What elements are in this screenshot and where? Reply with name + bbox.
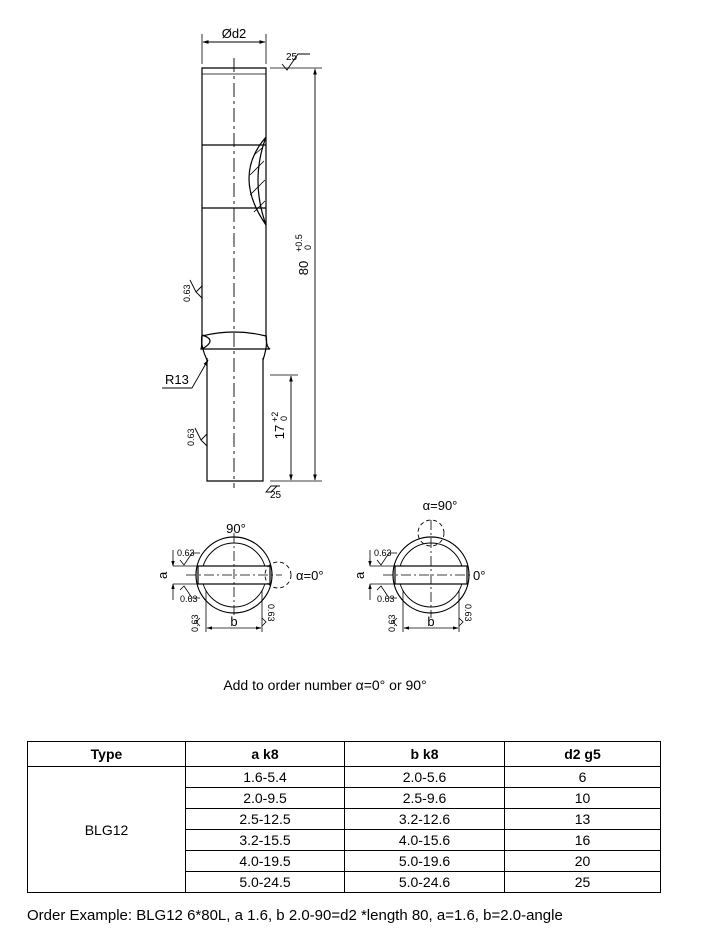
table-row: 5.0-24.5 5.0-24.6 25 [28, 871, 661, 893]
right-dim-a: a [352, 571, 367, 579]
order-note: Add to order number α=0° or 90° [223, 677, 427, 693]
cell-d2: 25 [504, 871, 661, 893]
cell-a: 1.6-5.4 [185, 766, 345, 788]
cell-d2: 20 [504, 850, 661, 872]
dim-diameter-label: Ød2 [222, 26, 247, 41]
type-cell: BLG12 [27, 766, 186, 893]
roughness-symbol-top [281, 53, 310, 71]
roughness-side-2-value: 0.63 [186, 428, 196, 446]
svg-text:0: 0 [279, 416, 289, 421]
cell-b: 2.0-5.6 [344, 766, 505, 788]
left-rough-4: 0.63 [266, 604, 276, 622]
order-example: Order Example: BLG12 6*80L, a 1.6, b 2.0… [27, 907, 563, 924]
right-rough-3: 0.63 [387, 614, 397, 632]
header-a: a k8 [185, 741, 345, 767]
table-row: 3.2-15.5 4.0-15.6 16 [28, 829, 661, 851]
cell-b: 2.5-9.6 [344, 787, 505, 809]
cell-a: 3.2-15.5 [185, 829, 345, 851]
right-side-angle: 0° [473, 568, 485, 583]
end-view-right [368, 519, 470, 632]
table-row: 2.5-12.5 3.2-12.6 13 [28, 808, 661, 830]
header-d2: d2 g5 [504, 741, 661, 767]
roughness-symbol-bottom [265, 485, 280, 493]
right-rough-4: 0.63 [463, 604, 473, 622]
left-dim-b: b [230, 614, 237, 629]
cell-a: 4.0-19.5 [185, 850, 345, 872]
svg-text:+2: +2 [270, 412, 280, 422]
table-row: BLG12 1.6-5.4 2.0-5.6 6 [27, 766, 661, 893]
end-view-left [171, 533, 292, 632]
right-dim-b: b [427, 614, 434, 629]
dim-length-text: 80 +0.5 0 [294, 234, 313, 275]
svg-text:+0.5: +0.5 [294, 234, 304, 252]
table-row: 4.0-19.5 5.0-19.6 20 [28, 850, 661, 872]
roughness-symbol-side-2 [194, 427, 208, 447]
svg-text:0: 0 [303, 245, 313, 250]
pin-side-view [200, 34, 322, 488]
left-rough-1: 0.63 [177, 548, 195, 558]
cell-d2: 13 [504, 808, 661, 830]
header-type: Type [27, 741, 186, 767]
roughness-symbol-side-1 [189, 279, 203, 299]
cell-b: 5.0-24.6 [344, 871, 505, 893]
left-rough-3: 0.63 [190, 614, 200, 632]
header-b: b k8 [344, 741, 505, 767]
right-rough-2: 0.63 [377, 594, 395, 604]
cell-a: 5.0-24.5 [185, 871, 345, 893]
cell-b: 3.2-12.6 [344, 808, 505, 830]
cell-d2: 16 [504, 829, 661, 851]
technical-drawing: Ød2 R13 80 +0.5 0 17 +2 0 25 25 0.63 0.6… [155, 26, 485, 632]
cell-d2: 10 [504, 787, 661, 809]
dim-neck-text: 17 +2 0 [270, 412, 289, 440]
radius-label: R13 [165, 372, 189, 387]
spec-table: Type a k8 b k8 d2 g5 BLG12 1.6-5.4 2.0-5… [27, 741, 661, 893]
left-rough-2: 0.63 [180, 594, 198, 604]
roughness-bottom-value: 25 [270, 490, 282, 501]
table-header-row: Type a k8 b k8 d2 g5 [27, 741, 661, 767]
cell-d2: 6 [504, 766, 661, 788]
left-dim-a: a [155, 571, 170, 579]
left-side-angle: α=0° [296, 568, 324, 583]
cell-b: 5.0-19.6 [344, 850, 505, 872]
right-rough-1: 0.63 [374, 548, 392, 558]
cell-b: 4.0-15.6 [344, 829, 505, 851]
cell-a: 2.5-12.5 [185, 808, 345, 830]
roughness-side-1-value: 0.63 [182, 284, 192, 302]
flat-crescent [248, 136, 267, 226]
pin-neck-outline [206, 358, 264, 482]
left-top-angle: 90° [226, 521, 246, 536]
right-top-angle: α=90° [423, 498, 458, 513]
cell-a: 2.0-9.5 [185, 787, 345, 809]
roughness-top-value: 25 [286, 52, 298, 63]
svg-text:17: 17 [272, 425, 287, 439]
svg-text:80: 80 [296, 261, 311, 275]
